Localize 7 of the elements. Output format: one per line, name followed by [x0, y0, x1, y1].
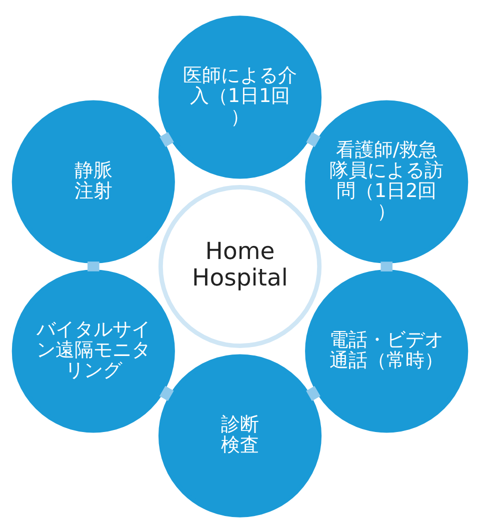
- connector: [159, 385, 174, 400]
- connector: [88, 261, 100, 271]
- connector: [306, 385, 320, 401]
- connector: [306, 132, 321, 147]
- connector: [160, 131, 174, 147]
- connector: [380, 261, 392, 271]
- node-circle: Home Hospital: [158, 184, 322, 348]
